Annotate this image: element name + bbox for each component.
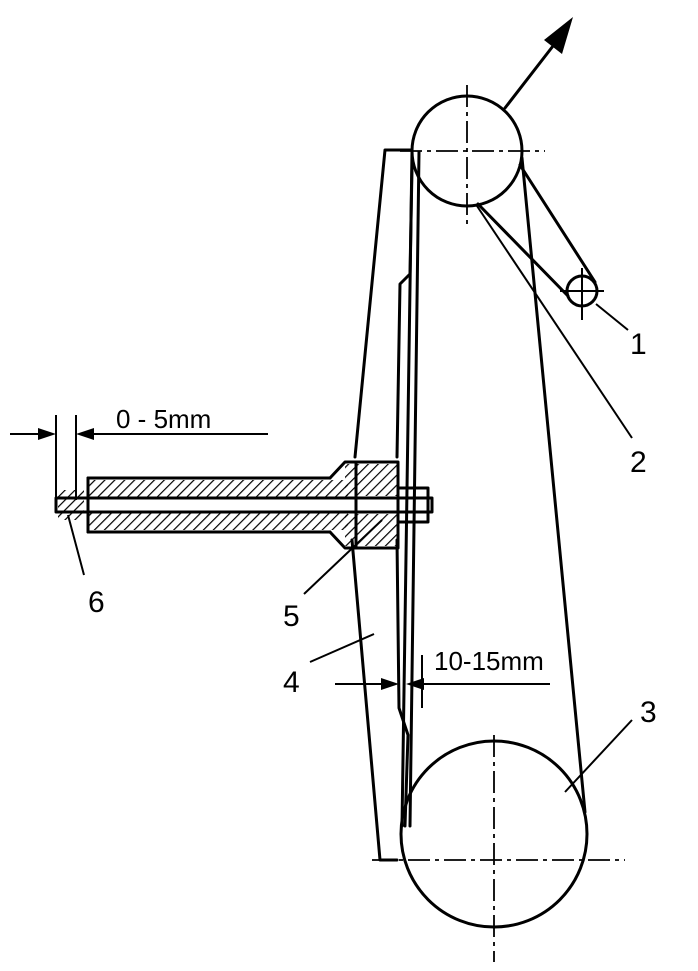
callout-4: 4: [283, 666, 300, 699]
callout-3: 3: [640, 696, 657, 729]
callout-6: 6: [88, 586, 105, 619]
bottom-pulley: [372, 735, 625, 962]
callout-2: 2: [630, 446, 647, 479]
arrow-icon: [503, 17, 573, 110]
dimension-gap-top: 0 - 5mm: [10, 404, 268, 512]
callout-5: 5: [283, 600, 300, 633]
belt-guard: [350, 148, 414, 862]
dimension-gap-belt: 10-15mm: [335, 646, 550, 708]
top-pulley: [400, 85, 545, 228]
tensioner-arm: [476, 163, 604, 320]
callout-1: 1: [630, 328, 647, 361]
dimension-gap-top-label: 0 - 5mm: [116, 404, 211, 434]
dimension-gap-belt-label: 10-15mm: [434, 646, 544, 676]
leader-lines: [67, 205, 633, 793]
adjusting-screw: [54, 460, 434, 550]
